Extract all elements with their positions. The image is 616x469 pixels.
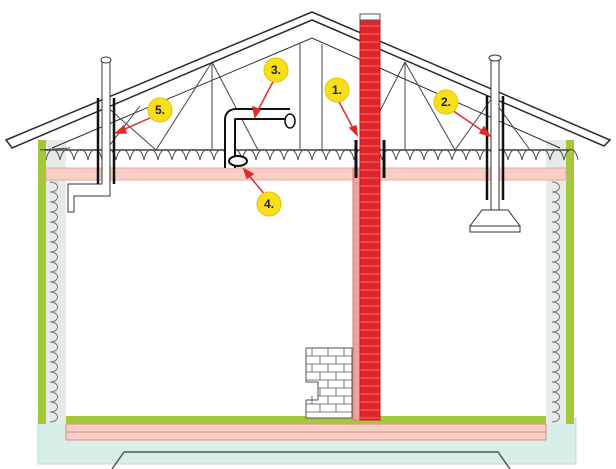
callout-5-label: 5. — [155, 103, 165, 117]
left-wall — [38, 140, 66, 424]
callout-4-label: 4. — [264, 197, 274, 211]
ceiling-insulation — [45, 149, 579, 181]
chimney-roof-sleeve — [354, 140, 386, 178]
callout-4: 4. — [256, 191, 282, 217]
vent-pipe-left — [67, 56, 116, 213]
callout-1: 1. — [324, 77, 350, 103]
right-wall — [546, 140, 574, 424]
brick-chimney — [352, 13, 381, 421]
callout-2: 2. — [433, 89, 459, 115]
callout-1-label: 1. — [332, 83, 342, 97]
callout-3-label: 3. — [271, 63, 281, 77]
callout-2-label: 2. — [441, 95, 451, 109]
callout-3: 3. — [263, 57, 289, 83]
foundation — [37, 416, 577, 469]
callout-arrows — [114, 77, 492, 197]
vent-pipe-right — [469, 54, 521, 233]
fireplace-bricks — [305, 347, 353, 419]
attic-duct — [224, 108, 296, 168]
roof — [4, 11, 612, 149]
callout-5: 5. — [147, 97, 173, 123]
